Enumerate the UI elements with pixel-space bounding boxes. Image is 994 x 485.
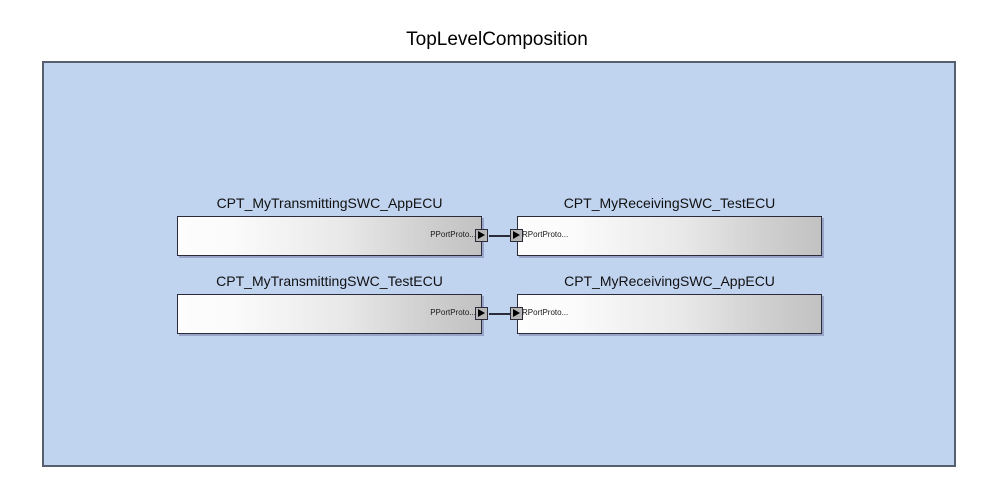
component-label: CPT_MyReceivingSWC_AppECU [564,273,775,289]
component-cpt-mytransmittingswc-testecu[interactable]: CPT_MyTransmittingSWC_TestECU PPortProto… [177,273,488,334]
port-provided-triangle-icon[interactable] [475,307,488,320]
port-required-triangle-icon[interactable] [510,307,523,320]
triangle-glyph [478,309,485,317]
port-required-triangle-icon[interactable] [510,229,523,242]
component-body[interactable]: RPortProto... [517,216,822,256]
triangle-glyph [513,309,520,317]
component-body[interactable]: PPortProto... [177,216,482,256]
component-cpt-mytransmittingswc-appecu[interactable]: CPT_MyTransmittingSWC_AppECU PPortProto.… [177,195,488,256]
port-label-rport: RPortProto... [522,230,569,239]
composition-container[interactable]: CPT_MyTransmittingSWC_AppECU PPortProto.… [42,61,956,467]
component-cpt-myreceivingswc-appecu[interactable]: CPT_MyReceivingSWC_AppECU RPortProto... [510,273,822,334]
connector-row-1[interactable] [489,313,511,315]
component-cpt-myreceivingswc-testecu[interactable]: CPT_MyReceivingSWC_TestECU RPortProto... [510,195,822,256]
triangle-glyph [513,231,520,239]
port-label-pport: PPortProto... [430,308,476,317]
component-body[interactable]: PPortProto... [177,294,482,334]
connector-row-0[interactable] [489,235,511,237]
component-row: CPT_MyTransmittingSWC_AppECU PPortProto.… [44,194,958,272]
component-label: CPT_MyReceivingSWC_TestECU [563,195,776,211]
triangle-glyph [478,231,485,239]
component-row: CPT_MyTransmittingSWC_TestECU PPortProto… [44,272,958,350]
port-provided-triangle-icon[interactable] [475,229,488,242]
port-label-pport: PPortProto... [430,230,476,239]
component-label: CPT_MyTransmittingSWC_TestECU [216,273,443,289]
page-title: TopLevelComposition [406,29,588,50]
component-body[interactable]: RPortProto... [517,294,822,334]
port-label-rport: RPortProto... [522,308,569,317]
component-label: CPT_MyTransmittingSWC_AppECU [216,195,443,211]
